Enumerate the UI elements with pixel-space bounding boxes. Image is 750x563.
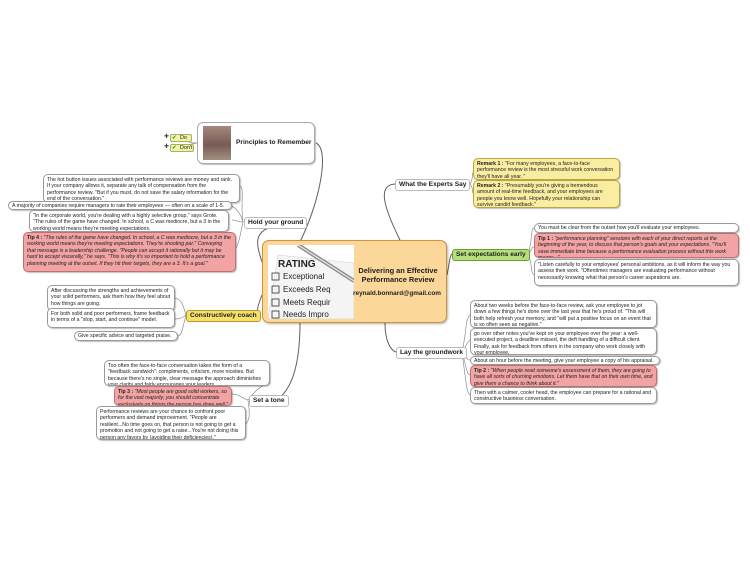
topic-set-expectations[interactable]: Set expectations early bbox=[452, 249, 530, 261]
tip-text: "performance planning" sessions with eac… bbox=[538, 236, 727, 257]
do-tag[interactable]: ✔ Do bbox=[170, 134, 192, 142]
central-topic[interactable]: RATING Exceptional Exceeds Req Meets Req… bbox=[262, 240, 447, 323]
note-coach-3: Give specific advice and targeted praise… bbox=[74, 331, 178, 341]
remark-text: "Presumably you're giving a tremendous a… bbox=[477, 183, 603, 208]
branch-experts bbox=[383, 183, 401, 241]
remark-label: Remark 1 : bbox=[477, 161, 504, 167]
central-email: reynald.bonnard@gmail.com bbox=[353, 290, 441, 297]
principles-label: Principles to Remember bbox=[236, 139, 312, 146]
branch-principles bbox=[299, 142, 323, 243]
tip-label: Tip 1 : bbox=[538, 236, 554, 242]
tip-label: Tip 4 : bbox=[27, 235, 43, 241]
note-expectations-1: You must be clear from the outset how yo… bbox=[534, 223, 739, 233]
rating-form-illustration: RATING Exceptional Exceeds Req Meets Req… bbox=[268, 245, 354, 319]
principles-thumbnail bbox=[203, 126, 231, 160]
branch-groundwork bbox=[384, 322, 397, 353]
note-groundwork-1: About two weeks before the face-to-face … bbox=[470, 300, 657, 328]
tip-groundwork: Tip 2 : "When people read someone's asse… bbox=[470, 365, 657, 387]
tip-hold-ground: Tip 4 : "The rules of the game have chan… bbox=[23, 232, 236, 272]
tip-text: "The rules of the game have changed. In … bbox=[27, 235, 231, 267]
central-title: Delivering an Effective Performance Revi… bbox=[358, 266, 438, 284]
branch-tone bbox=[277, 322, 301, 400]
rating-word: Exceeds Req bbox=[283, 285, 331, 294]
rating-form-image: RATING Exceptional Exceeds Req Meets Req… bbox=[268, 245, 354, 319]
tip-label: Tip 3 : bbox=[118, 389, 134, 395]
dont-label: Don't bbox=[180, 145, 193, 151]
remark-text: "For many employees, a face-to-face perf… bbox=[477, 161, 614, 180]
remark-2: Remark 2 : "Presumably you're giving a t… bbox=[473, 180, 620, 208]
topic-groundwork[interactable]: Lay the groundwork bbox=[396, 347, 468, 359]
dont-tag[interactable]: ✔ Don't bbox=[170, 144, 194, 152]
note-coach-1: After discussing the strengths and achie… bbox=[47, 285, 175, 311]
note-expectations-2: "Listen carefully to your employees' per… bbox=[534, 259, 739, 286]
rating-word: Meets Requir bbox=[283, 298, 331, 307]
do-label: Do bbox=[180, 135, 187, 141]
branch-expectations bbox=[446, 253, 453, 276]
note-hold-ground-2: A majority of companies require managers… bbox=[8, 201, 232, 210]
rating-word: RATING bbox=[278, 259, 316, 270]
tip-text: "Most people are good solid workers, so … bbox=[118, 389, 228, 406]
rating-word: Exceptional bbox=[283, 272, 325, 281]
remark-label: Remark 2 : bbox=[477, 183, 504, 189]
topic-hold-ground[interactable]: Hold your ground bbox=[244, 217, 308, 229]
rating-word: Needs Impro bbox=[283, 310, 329, 319]
topic-constructively-coach[interactable]: Constructively coach bbox=[186, 310, 261, 322]
tip-label: Tip 2 : bbox=[474, 368, 490, 374]
note-hold-ground-3: "In the corporate world, you're dealing … bbox=[29, 210, 229, 232]
note-groundwork-4: Then with a calmer, cooler head, the emp… bbox=[470, 387, 657, 404]
tip-expectations: Tip 1 : "performance planning" sessions … bbox=[534, 233, 739, 258]
note-coach-2: For both solid and poor performers, fram… bbox=[47, 308, 175, 328]
note-hold-ground-1: The hot button issues associated with pe… bbox=[43, 174, 240, 203]
plus-icon[interactable]: ✚ bbox=[164, 144, 170, 150]
remark-1: Remark 1 : "For many employees, a face-t… bbox=[473, 158, 620, 180]
tip-tone: Tip 3 : "Most people are good solid work… bbox=[114, 386, 232, 406]
note-tone-1: Too often the face-to-face conversation … bbox=[104, 360, 270, 386]
note-tone-2: Performance reviews are your chance to c… bbox=[96, 406, 246, 440]
check-icon: ✔ bbox=[172, 145, 177, 151]
topic-set-tone[interactable]: Set a tone bbox=[249, 395, 289, 407]
topic-experts-say[interactable]: What the Experts Say bbox=[395, 179, 471, 191]
tip-text: "When people read someone's assessment o… bbox=[474, 368, 653, 387]
check-icon: ✔ bbox=[172, 135, 177, 141]
plus-icon[interactable]: ✚ bbox=[164, 134, 170, 140]
note-groundwork-3: About an hour before the meeting, give y… bbox=[470, 356, 660, 365]
principles-topic[interactable]: Principles to Remember bbox=[197, 122, 315, 164]
note-groundwork-2: go over other notes you've kept on your … bbox=[470, 328, 657, 355]
